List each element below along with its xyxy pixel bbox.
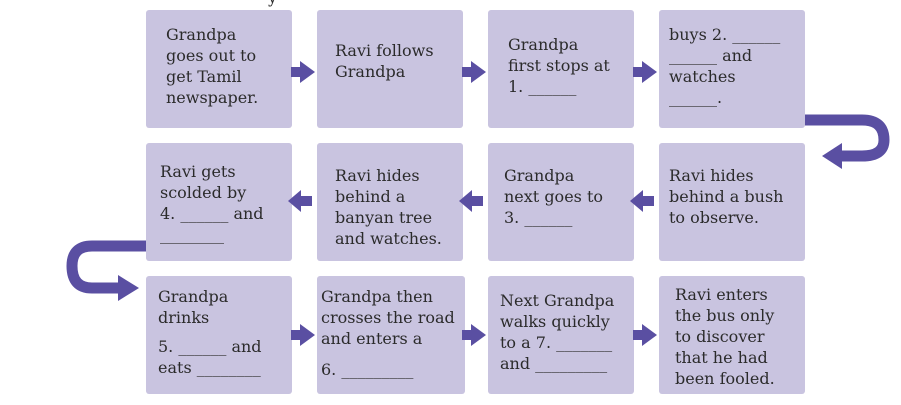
box-text-line: the bus only — [675, 306, 775, 325]
box-text-line: Grandpa — [166, 25, 237, 44]
step-box-ravi-follows: Ravi follows Grandpa — [317, 10, 463, 128]
box-text-line: next goes to — [504, 187, 604, 206]
box-text-line: eats ________ — [158, 358, 261, 377]
box-text-line: that he had — [675, 348, 768, 367]
step-box-buys-and-watches: buys 2. ______ ______ and watches ______… — [659, 10, 805, 128]
box-text-line: Grandpa then — [321, 287, 433, 306]
arrow-right-icon — [633, 61, 657, 83]
connector-u-turn-left — [66, 240, 146, 294]
box-text-line: and enters a — [321, 329, 423, 348]
box-text-line: 5. ______ and — [158, 337, 262, 356]
arrow-left-icon — [288, 190, 312, 212]
arrow-left-icon — [630, 190, 654, 212]
box-text-line: Ravi gets — [160, 162, 236, 181]
box-text-line: behind a bush — [669, 187, 784, 206]
cropped-heading-fragment: y — [268, 0, 277, 7]
step-box-crosses-road: Grandpa then crosses the road and enters… — [317, 276, 465, 394]
box-text-line: Grandpa — [335, 62, 406, 81]
box-text-line: crosses the road — [321, 308, 455, 327]
box-text-line: goes out to — [166, 46, 257, 65]
arrow-right-icon — [633, 324, 657, 346]
box-text-line: and watches. — [335, 229, 442, 248]
box-text-line: Grandpa — [158, 287, 229, 306]
box-text-line: Ravi enters — [675, 285, 768, 304]
step-box-ravi-scolded: Ravi gets scolded by 4. ______ and _____… — [146, 143, 292, 261]
box-text-line: Ravi follows — [335, 41, 434, 60]
box-text-line: drinks — [158, 308, 210, 327]
box-text-line: Grandpa — [508, 35, 579, 54]
arrow-right-icon — [462, 61, 486, 83]
connector-u-turn-right — [805, 114, 890, 162]
box-text-line: ______ and — [669, 46, 753, 65]
box-text-line: ________ — [160, 225, 224, 244]
step-box-ravi-hides-bush: Ravi hides behind a bush to observe. — [659, 143, 805, 261]
box-text-line: ______. — [669, 88, 723, 107]
box-text-line: 6. _________ — [321, 360, 414, 379]
step-box-ravi-enters-bus: Ravi enters the bus only to discover tha… — [659, 276, 805, 394]
box-text-line: walks quickly — [500, 312, 610, 331]
box-text-line: and _________ — [500, 354, 608, 373]
step-box-next-goes-to: Grandpa next goes to 3. ______ — [488, 143, 634, 261]
box-text-line: been fooled. — [675, 369, 775, 388]
arrow-right-icon — [462, 324, 486, 346]
box-text-line: 3. ______ — [504, 208, 573, 227]
step-box-grandpa-goes-out: Grandpa goes out to get Tamil newspaper. — [146, 10, 292, 128]
box-text-line: first stops at — [508, 56, 610, 75]
box-text-line: 1. ______ — [508, 77, 577, 96]
box-text-line: to a 7. _______ — [500, 333, 613, 352]
box-text-line: Grandpa — [504, 166, 575, 185]
box-text-line: banyan tree — [335, 208, 433, 227]
box-text-line: get Tamil — [166, 67, 242, 86]
arrow-right-icon — [118, 275, 139, 301]
box-text-line: watches — [669, 67, 736, 86]
arrow-left-icon — [459, 190, 483, 212]
box-text-line: Ravi hides — [335, 166, 420, 185]
box-text-line: scolded by — [160, 183, 247, 202]
box-text-line: 4. ______ and — [160, 204, 264, 223]
arrow-right-icon — [291, 324, 315, 346]
box-text-line: to discover — [675, 327, 765, 346]
box-text-line: Ravi hides — [669, 166, 754, 185]
step-box-ravi-hides-banyan: Ravi hides behind a banyan tree and watc… — [317, 143, 463, 261]
box-text-line: Next Grandpa — [500, 291, 615, 310]
box-text-line: behind a — [335, 187, 406, 206]
step-box-grandpa-drinks: Grandpa drinks 5. ______ and eats ______… — [146, 276, 292, 394]
arrow-left-icon — [822, 143, 842, 169]
box-text-line: to observe. — [669, 208, 759, 227]
box-text-line: buys 2. ______ — [669, 25, 781, 44]
arrow-right-icon — [291, 61, 315, 83]
step-box-first-stop: Grandpa first stops at 1. ______ — [488, 10, 634, 128]
box-text-line: newspaper. — [166, 88, 259, 107]
step-box-walks-quickly: Next Grandpa walks quickly to a 7. _____… — [488, 276, 634, 394]
